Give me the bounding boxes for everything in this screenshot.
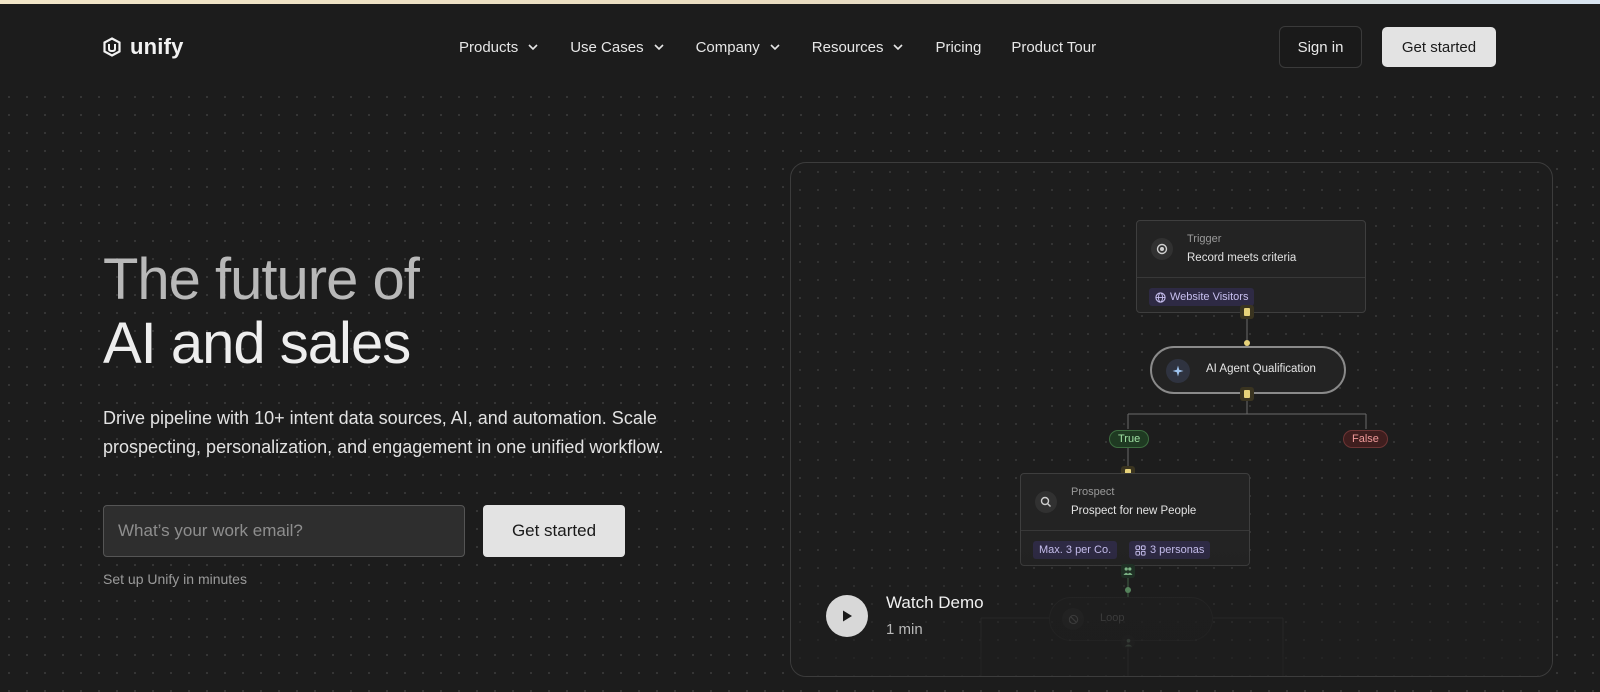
hero-description: Drive pipeline with 10+ intent data sour… — [103, 408, 664, 457]
false-branch-badge: False — [1343, 430, 1388, 448]
true-branch-badge: True — [1109, 430, 1150, 448]
nav-item-product-tour[interactable]: Product Tour — [1011, 39, 1096, 56]
sign-in-button[interactable]: Sign in — [1279, 26, 1362, 68]
work-email-input[interactable] — [103, 505, 465, 557]
prospect-node-header: Prospect Prospect for new People — [1021, 474, 1249, 530]
nav-item-products[interactable]: Products — [459, 39, 540, 56]
trigger-node-type: Trigger — [1187, 233, 1222, 245]
tag-label: 3 personas — [1150, 544, 1205, 556]
tag-label: Website Visitors — [1170, 291, 1249, 303]
nav-item-label: Product Tour — [1011, 38, 1097, 56]
chevron-down-icon — [528, 44, 538, 51]
personas-tag: 3 personas — [1129, 541, 1211, 559]
hero-title: The future of AI and sales — [103, 247, 420, 376]
hero-title-line2: AI and sales — [103, 311, 411, 376]
tag-label: Max. 3 per Co. — [1039, 544, 1112, 556]
connector-handle — [1240, 387, 1254, 401]
node-divider — [1021, 530, 1249, 531]
chevron-down-icon — [770, 44, 780, 51]
chevron-down-icon — [893, 44, 904, 51]
prospect-node-type: Prospect — [1071, 486, 1115, 498]
main-nav: Products Use Cases Company Resources Pri… — [459, 34, 1126, 60]
watch-demo-duration: 1 min — [886, 621, 923, 638]
people-connector-icon — [1121, 564, 1135, 578]
node-divider — [1137, 277, 1365, 278]
prospect-node[interactable]: Prospect Prospect for new People Max. 3 … — [1020, 473, 1250, 566]
hero-get-started-button[interactable]: Get started — [483, 505, 625, 557]
trigger-node-label: Record meets criteria — [1187, 252, 1297, 264]
workflow-demo-panel: Trigger Record meets criteria Website Vi… — [790, 162, 1553, 677]
website-visitors-tag: Website Visitors — [1149, 288, 1255, 306]
loop-node[interactable]: Loop — [1049, 597, 1213, 641]
header-get-started-button[interactable]: Get started — [1382, 27, 1496, 67]
watch-demo-title: Watch Demo — [886, 593, 984, 612]
ai-agent-label: AI Agent Qualification — [1206, 363, 1316, 375]
setup-hint: Set up Unify in minutes — [103, 571, 247, 587]
nav-item-label: Use Cases — [570, 38, 644, 56]
chevron-down-icon — [653, 44, 664, 51]
site-header: unify Products Use Cases Company Resourc… — [0, 4, 1600, 84]
hero-title-line1: The future of — [103, 247, 420, 312]
globe-icon — [1155, 291, 1166, 303]
nav-item-label: Products — [459, 38, 519, 56]
trigger-node[interactable]: Trigger Record meets criteria Website Vi… — [1136, 220, 1366, 313]
watch-demo-text: Watch Demo 1 min — [886, 593, 984, 638]
nav-item-label: Pricing — [935, 38, 982, 56]
loop-label: Loop — [1100, 612, 1125, 624]
nav-item-label: Resources — [811, 38, 884, 56]
target-icon — [1151, 238, 1173, 260]
nav-item-pricing[interactable]: Pricing — [935, 39, 981, 56]
connector-handle — [1240, 305, 1254, 319]
play-icon — [843, 610, 852, 621]
logo[interactable]: unify — [102, 34, 184, 60]
watch-demo[interactable]: Watch Demo 1 min — [826, 593, 984, 638]
logo-text: unify — [130, 34, 184, 59]
search-icon — [1035, 491, 1057, 513]
loop-icon — [1062, 608, 1084, 630]
person-connector-icon — [1121, 635, 1135, 649]
trigger-node-header: Trigger Record meets criteria — [1137, 221, 1365, 277]
top-accent-line — [0, 0, 1600, 4]
sparkle-icon — [1166, 359, 1190, 383]
play-button[interactable] — [826, 594, 868, 637]
prospect-node-label: Prospect for new People — [1071, 505, 1197, 517]
nav-item-use-cases[interactable]: Use Cases — [570, 39, 665, 56]
max-per-company-tag: Max. 3 per Co. — [1033, 541, 1118, 559]
unify-logo-icon — [103, 37, 121, 57]
nav-item-company[interactable]: Company — [696, 39, 782, 56]
grid-icon — [1135, 544, 1146, 556]
nav-item-resources[interactable]: Resources — [812, 39, 906, 56]
nav-item-label: Company — [695, 38, 760, 56]
